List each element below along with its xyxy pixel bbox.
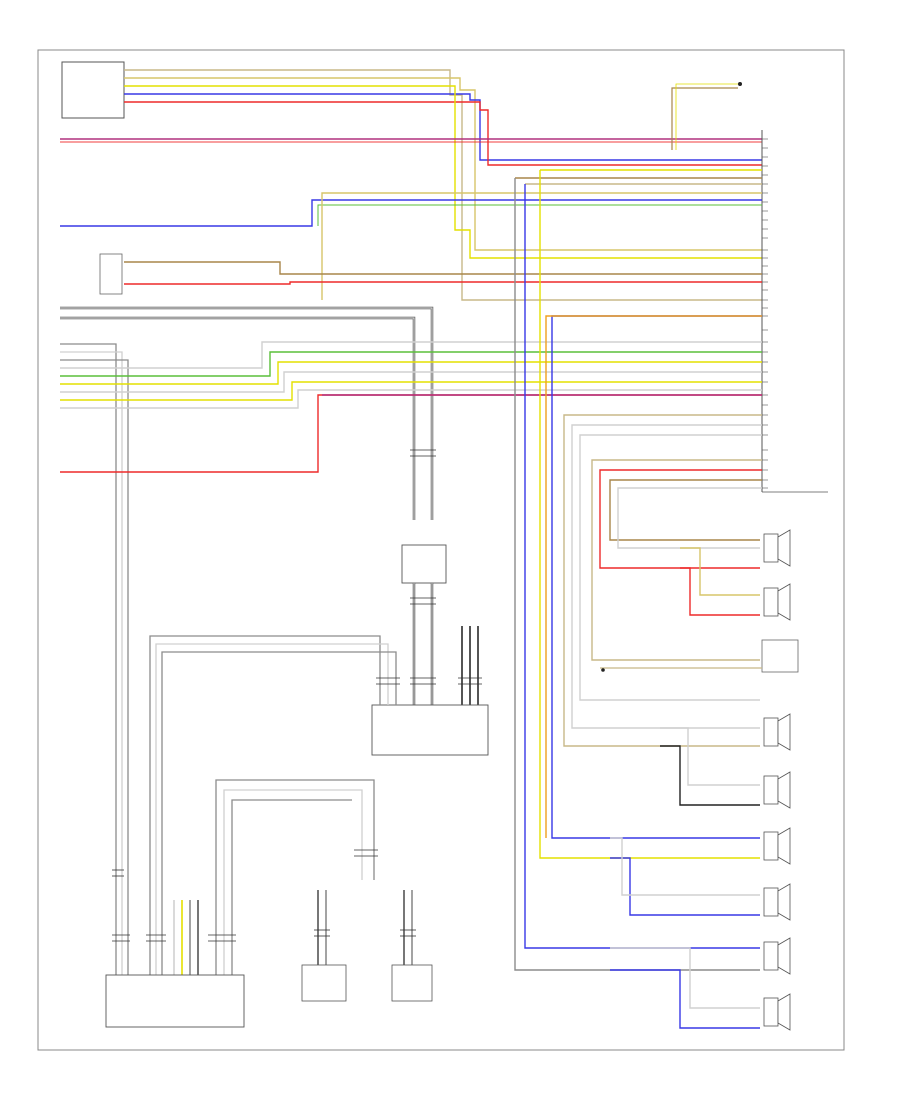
- color-wires-mid: [60, 341, 762, 409]
- gray-pair-horizontal: [60, 306, 434, 520]
- mid-to-amp-wires: [412, 583, 479, 705]
- left-to-right-wires: [60, 169, 762, 300]
- module-to-amp-wires: [149, 635, 397, 975]
- amplifier-module: [371, 704, 489, 756]
- rear-connector-lines: [317, 890, 413, 965]
- right-top-speaker-cross: [680, 547, 760, 616]
- speaker-8: [763, 993, 791, 1031]
- right-lower-speaker-cross: [610, 837, 760, 1029]
- top-left-speaker: [61, 61, 125, 119]
- splice-marks: [112, 449, 482, 942]
- speaker-3: [763, 713, 791, 751]
- horizontal-bus-1: [60, 138, 762, 143]
- right-speakers: [763, 529, 791, 1031]
- speaker-7: [763, 937, 791, 975]
- speaker-5: [763, 827, 791, 865]
- left-relay: [99, 253, 123, 295]
- module-to-rear-wires: [215, 779, 375, 975]
- top-speaker-wires: [124, 69, 762, 301]
- mid-connector-box: [401, 544, 447, 584]
- speaker-6: [763, 883, 791, 921]
- rear-component-left: [301, 964, 347, 1002]
- right-speaker-feeds: [514, 170, 762, 971]
- top-right-ground: [671, 82, 742, 150]
- main-module: [105, 974, 245, 1028]
- speaker-2: [763, 583, 791, 621]
- diagram-frame: [37, 49, 845, 1051]
- speaker-1: [763, 529, 791, 567]
- module-small-connectors: [173, 900, 199, 975]
- speaker-4: [763, 771, 791, 809]
- right-mid-box: [600, 639, 799, 673]
- main-connector-right: [761, 130, 828, 493]
- right-mid-speaker-cross: [660, 727, 760, 806]
- rear-component-right: [391, 964, 433, 1002]
- left-vertical-bundle: [60, 343, 129, 975]
